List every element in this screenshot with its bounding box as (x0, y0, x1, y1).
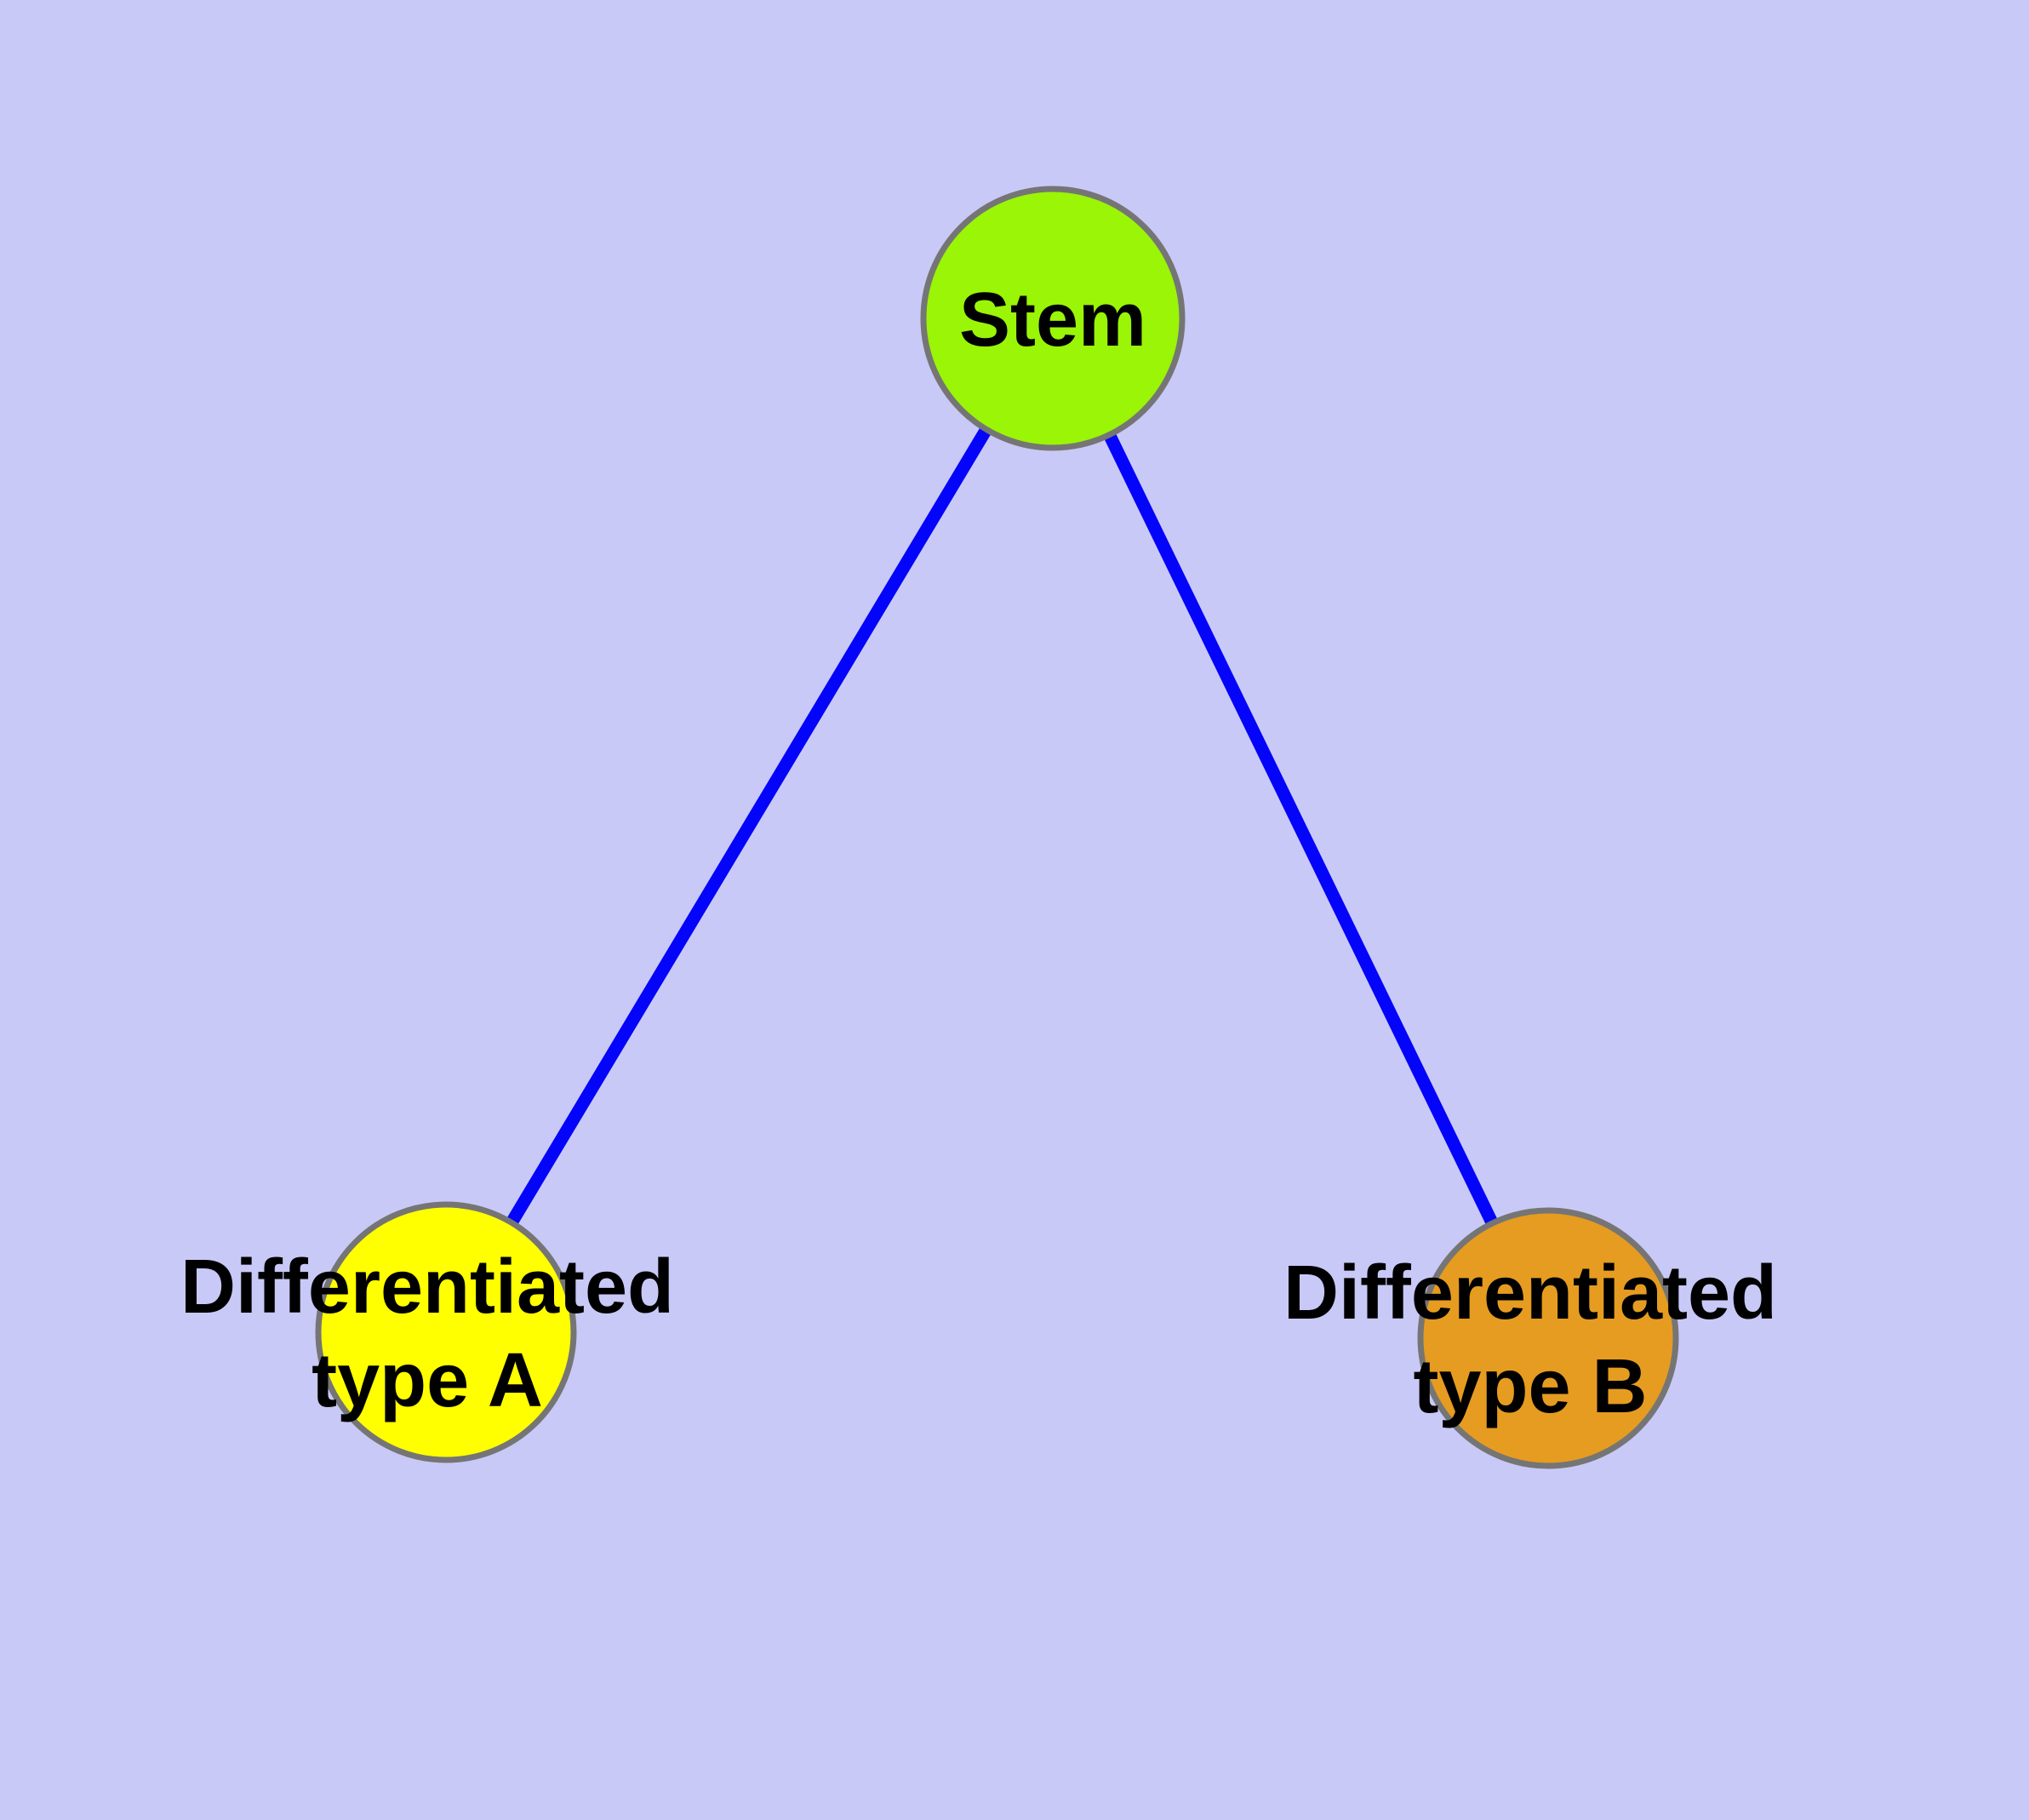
node-type-a-label-line-2: type A (311, 1338, 543, 1423)
edge-stem-to-type-b (1047, 315, 1554, 1342)
node-type-b-label-line-2: type B (1413, 1344, 1647, 1429)
node-type-b-circle (1417, 1207, 1679, 1469)
node-type-a-label-line-1: Differentiated (180, 1245, 674, 1330)
node-stem-circle (920, 186, 1186, 451)
node-type-b-label-line-1: Differentiated (1283, 1251, 1777, 1336)
node-type-a-circle (315, 1201, 577, 1463)
edge-stem-to-type-a (440, 315, 1059, 1336)
node-stem-label: Stem (959, 278, 1146, 363)
